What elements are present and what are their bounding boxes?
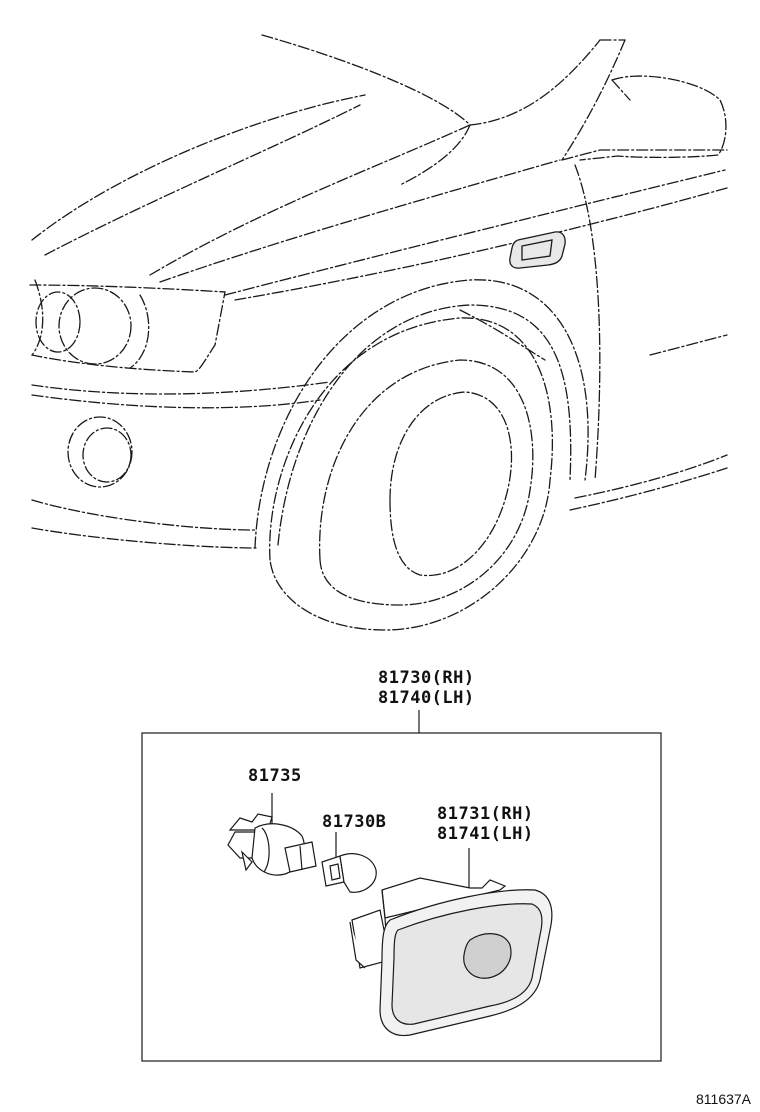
label-assembly-lh: 81740(LH) <box>378 688 475 708</box>
label-socket: 81735 <box>248 766 302 786</box>
assembly-frame <box>141 732 662 1062</box>
bulb-socket <box>227 813 317 876</box>
fender-side-marker <box>509 231 566 269</box>
label-lens-rh: 81731(RH) <box>437 804 534 824</box>
vehicle-outline <box>29 34 728 631</box>
label-assembly-rh: 81730(RH) <box>378 668 475 688</box>
wedge-bulb <box>321 853 377 893</box>
side-marker-lens <box>349 877 553 1037</box>
label-lens-lh: 81741(LH) <box>437 824 534 844</box>
diagram-reference-code: 811637A <box>696 1091 752 1107</box>
label-bulb: 81730B <box>322 812 387 832</box>
leader-lines <box>141 710 662 1062</box>
